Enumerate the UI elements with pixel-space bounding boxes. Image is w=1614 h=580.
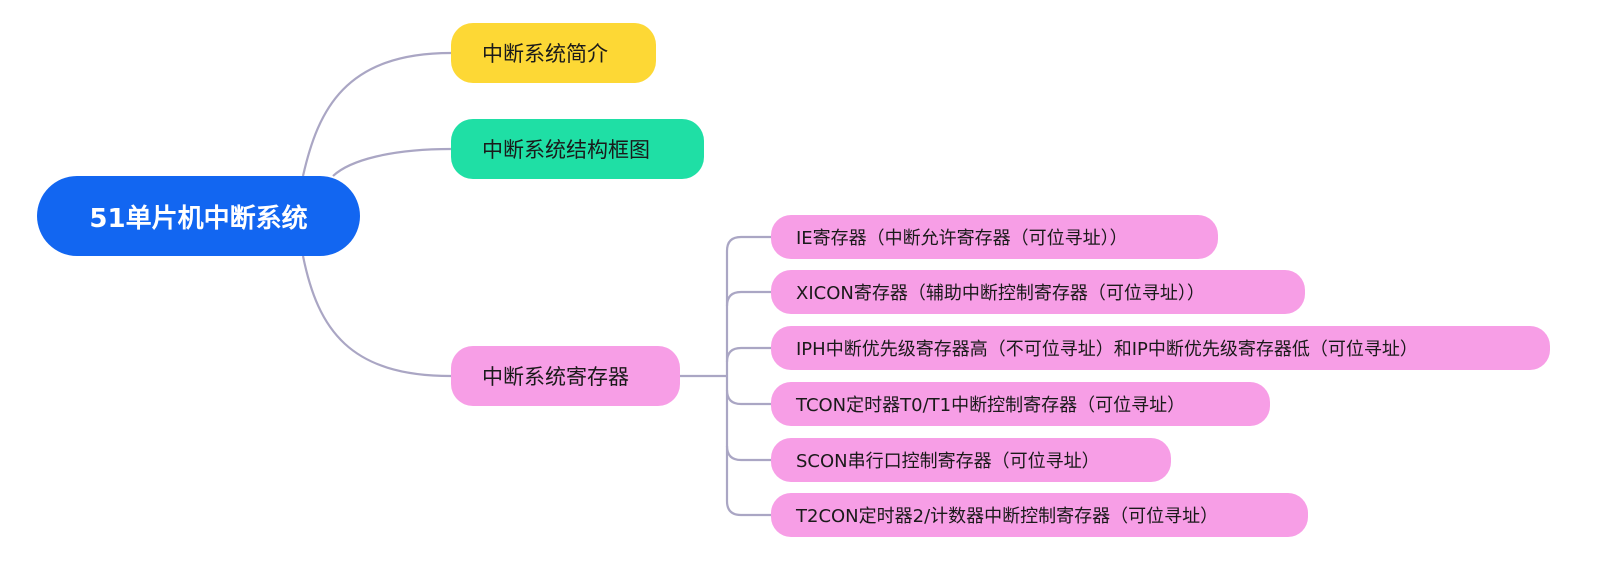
leaf-label-t2con-register: T2CON定时器2/计数器中断控制寄存器（可位寻址） (796, 506, 1219, 527)
leaf-node-scon-register[interactable]: SCON串行口控制寄存器（可位寻址） (771, 438, 1171, 482)
root-topic-label: 51单片机中断系统 (89, 203, 308, 234)
leaf-node-iph-ip-register[interactable]: IPH中断优先级寄存器高（不可位寻址）和IP中断优先级寄存器低（可位寻址） (771, 326, 1550, 370)
branch-node-structure[interactable]: 中断系统结构框图 (451, 119, 704, 179)
connector-root-to-structure (332, 147, 452, 177)
leaf-label-tcon-register: TCON定时器T0/T1中断控制寄存器（可位寻址） (796, 395, 1186, 416)
leaf-node-t2con-register[interactable]: T2CON定时器2/计数器中断控制寄存器（可位寻址） (771, 493, 1308, 537)
connector-leaf-xicon (725, 290, 771, 307)
leaf-node-tcon-register[interactable]: TCON定时器T0/T1中断控制寄存器（可位寻址） (771, 382, 1270, 426)
leaf-label-scon-register: SCON串行口控制寄存器（可位寻址） (796, 451, 1100, 472)
branch-node-registers[interactable]: 中断系统寄存器 (451, 346, 680, 406)
branch-label-registers: 中断系统寄存器 (482, 365, 629, 389)
branch-label-structure: 中断系统结构框图 (482, 138, 650, 162)
connector-leaf-t2con (725, 500, 771, 517)
branch-node-intro[interactable]: 中断系统简介 (451, 23, 656, 83)
leaf-label-ie-register: IE寄存器（中断允许寄存器（可位寻址）） (796, 228, 1128, 249)
leaf-node-ie-register[interactable]: IE寄存器（中断允许寄存器（可位寻址）） (771, 215, 1218, 259)
root-topic-node[interactable]: 51单片机中断系统 (37, 176, 360, 256)
connector-root-to-registers (301, 255, 452, 378)
connector-leaf-tcon (725, 389, 771, 406)
branch-label-intro: 中断系统简介 (482, 42, 608, 66)
connector-leaf-iph (725, 346, 771, 363)
connector-leaf-scon (725, 445, 771, 462)
leaf-label-iph-ip-register: IPH中断优先级寄存器高（不可位寻址）和IP中断优先级寄存器低（可位寻址） (796, 339, 1418, 360)
connector-root-to-intro (301, 51, 452, 177)
connector-leaf-ie (725, 235, 771, 252)
leaf-node-xicon-register[interactable]: XICON寄存器（辅助中断控制寄存器（可位寻址）） (771, 270, 1305, 314)
leaf-label-xicon-register: XICON寄存器（辅助中断控制寄存器（可位寻址）） (796, 283, 1205, 304)
